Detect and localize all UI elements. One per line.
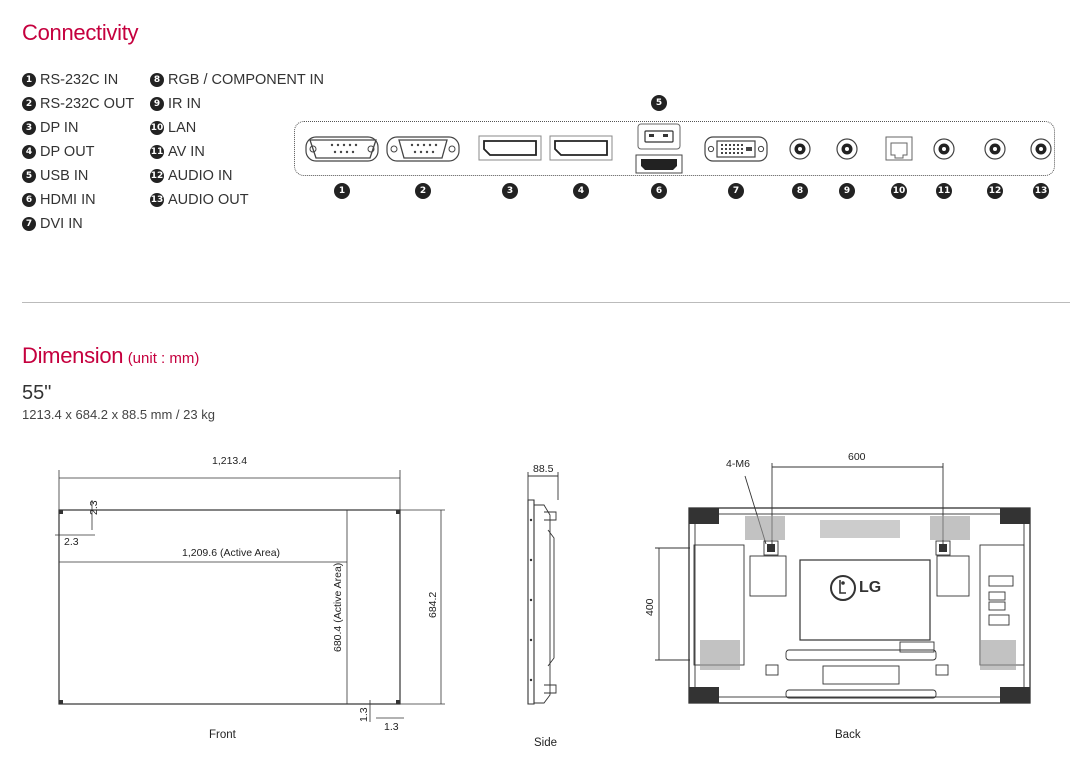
- front-bezel-right-label: 1.3: [384, 721, 399, 733]
- legend-label: AUDIO IN: [168, 168, 233, 184]
- legend-number: 12: [150, 169, 164, 183]
- legend-item: 3 DP IN: [22, 120, 78, 136]
- side-depth-label: 88.5: [533, 463, 554, 475]
- legend-item: 11 AV IN: [150, 144, 205, 160]
- rgb-in-port-icon: [789, 138, 811, 160]
- legend-item: 12 AUDIO IN: [150, 168, 232, 184]
- ir-in-port-icon: [836, 138, 858, 160]
- port-number-13: 13: [1033, 183, 1049, 199]
- port-number-7: 7: [728, 183, 744, 199]
- legend-label: RGB / COMPONENT IN: [168, 72, 325, 88]
- legend-item: 6 HDMI IN: [22, 192, 96, 208]
- legend-item: 7 DVI IN: [22, 216, 83, 232]
- legend-item: 2 RS-232C OUT: [22, 96, 134, 112]
- legend-number: 8: [150, 73, 164, 87]
- port-number-2: 2: [415, 183, 431, 199]
- legend-number: 11: [150, 145, 164, 159]
- port-number-5: 5: [651, 95, 667, 111]
- legend-label: USB IN: [40, 168, 89, 184]
- port-number-3: 3: [502, 183, 518, 199]
- legend-label: DP OUT: [40, 144, 95, 160]
- audio-in-port-icon: [984, 138, 1006, 160]
- legend-number: 5: [22, 169, 36, 183]
- front-active-width-label: 1,209.6 (Active Area): [182, 547, 281, 559]
- spec-line: 1213.4 x 684.2 x 88.5 mm / 23 kg: [22, 407, 215, 422]
- back-screw-label: 4-M6: [726, 458, 750, 470]
- section-divider: [22, 302, 1070, 303]
- legend-number: 13: [150, 193, 164, 207]
- dp-in-port-icon: [478, 135, 542, 161]
- legend-number: 9: [150, 97, 164, 111]
- dp-out-port-icon: [549, 135, 613, 161]
- back-vesa-h-label: 600: [848, 451, 866, 463]
- legend-number: 4: [22, 145, 36, 159]
- port-number-11: 11: [936, 183, 952, 199]
- legend-label: RS-232C OUT: [40, 96, 135, 112]
- port-number-9: 9: [839, 183, 855, 199]
- legend-item: 9 IR IN: [150, 96, 201, 112]
- av-in-port-icon: [933, 138, 955, 160]
- dimension-heading: Dimension (unit : mm): [22, 343, 199, 369]
- legend-item: 8 RGB / COMPONENT IN: [150, 72, 324, 88]
- port-number-12: 12: [987, 183, 1003, 199]
- port-number-10: 10: [891, 183, 907, 199]
- model-size: 55": [22, 382, 52, 404]
- lg-logo-icon: [830, 575, 856, 601]
- port-number-4: 4: [573, 183, 589, 199]
- legend-number: 3: [22, 121, 36, 135]
- legend-item: 10 LAN: [150, 120, 196, 136]
- legend-label: HDMI IN: [40, 192, 96, 208]
- port-number-1: 1: [334, 183, 350, 199]
- legend-item: 1 RS-232C IN: [22, 72, 118, 88]
- legend-label: LAN: [168, 120, 197, 136]
- legend-number: 7: [22, 217, 36, 231]
- legend-label: RS-232C IN: [40, 72, 119, 88]
- back-caption: Back: [835, 729, 861, 741]
- dimension-unit: (unit : mm): [127, 350, 200, 367]
- legend-number: 10: [150, 121, 164, 135]
- connectivity-title: Connectivity: [22, 20, 139, 45]
- rs232-out-port-icon: [386, 136, 460, 162]
- legend-number: 2: [22, 97, 36, 111]
- rs232-in-port-icon: [305, 136, 379, 162]
- front-caption: Front: [209, 729, 236, 741]
- legend-label: AUDIO OUT: [168, 192, 249, 208]
- legend-label: IR IN: [168, 96, 202, 112]
- side-caption: Side: [534, 737, 558, 749]
- back-logo-text: LG: [859, 579, 882, 596]
- front-width-label: 1,213.4: [212, 455, 248, 467]
- hdmi-port-icon: [635, 154, 683, 174]
- legend-number: 6: [22, 193, 36, 207]
- port-number-8: 8: [792, 183, 808, 199]
- legend-label: DVI IN: [40, 216, 83, 232]
- dimension-title: Dimension: [22, 343, 124, 368]
- dvi-port-icon: [704, 136, 768, 162]
- legend-item: 13 AUDIO OUT: [150, 192, 249, 208]
- usb-port-icon: [637, 123, 681, 150]
- port-panel: [294, 121, 1055, 176]
- legend-item: 4 DP OUT: [22, 144, 95, 160]
- legend-number: 1: [22, 73, 36, 87]
- port-number-6: 6: [651, 183, 667, 199]
- back-vesa-v-label: 400: [644, 598, 656, 616]
- legend-label: AV IN: [168, 144, 205, 160]
- lan-port-icon: [885, 136, 913, 161]
- legend-label: DP IN: [40, 120, 79, 136]
- legend-item: 5 USB IN: [22, 168, 88, 184]
- front-bezel-left-label: 2.3: [64, 536, 79, 548]
- port-icons: [305, 123, 1052, 174]
- audio-out-port-icon: [1030, 138, 1052, 160]
